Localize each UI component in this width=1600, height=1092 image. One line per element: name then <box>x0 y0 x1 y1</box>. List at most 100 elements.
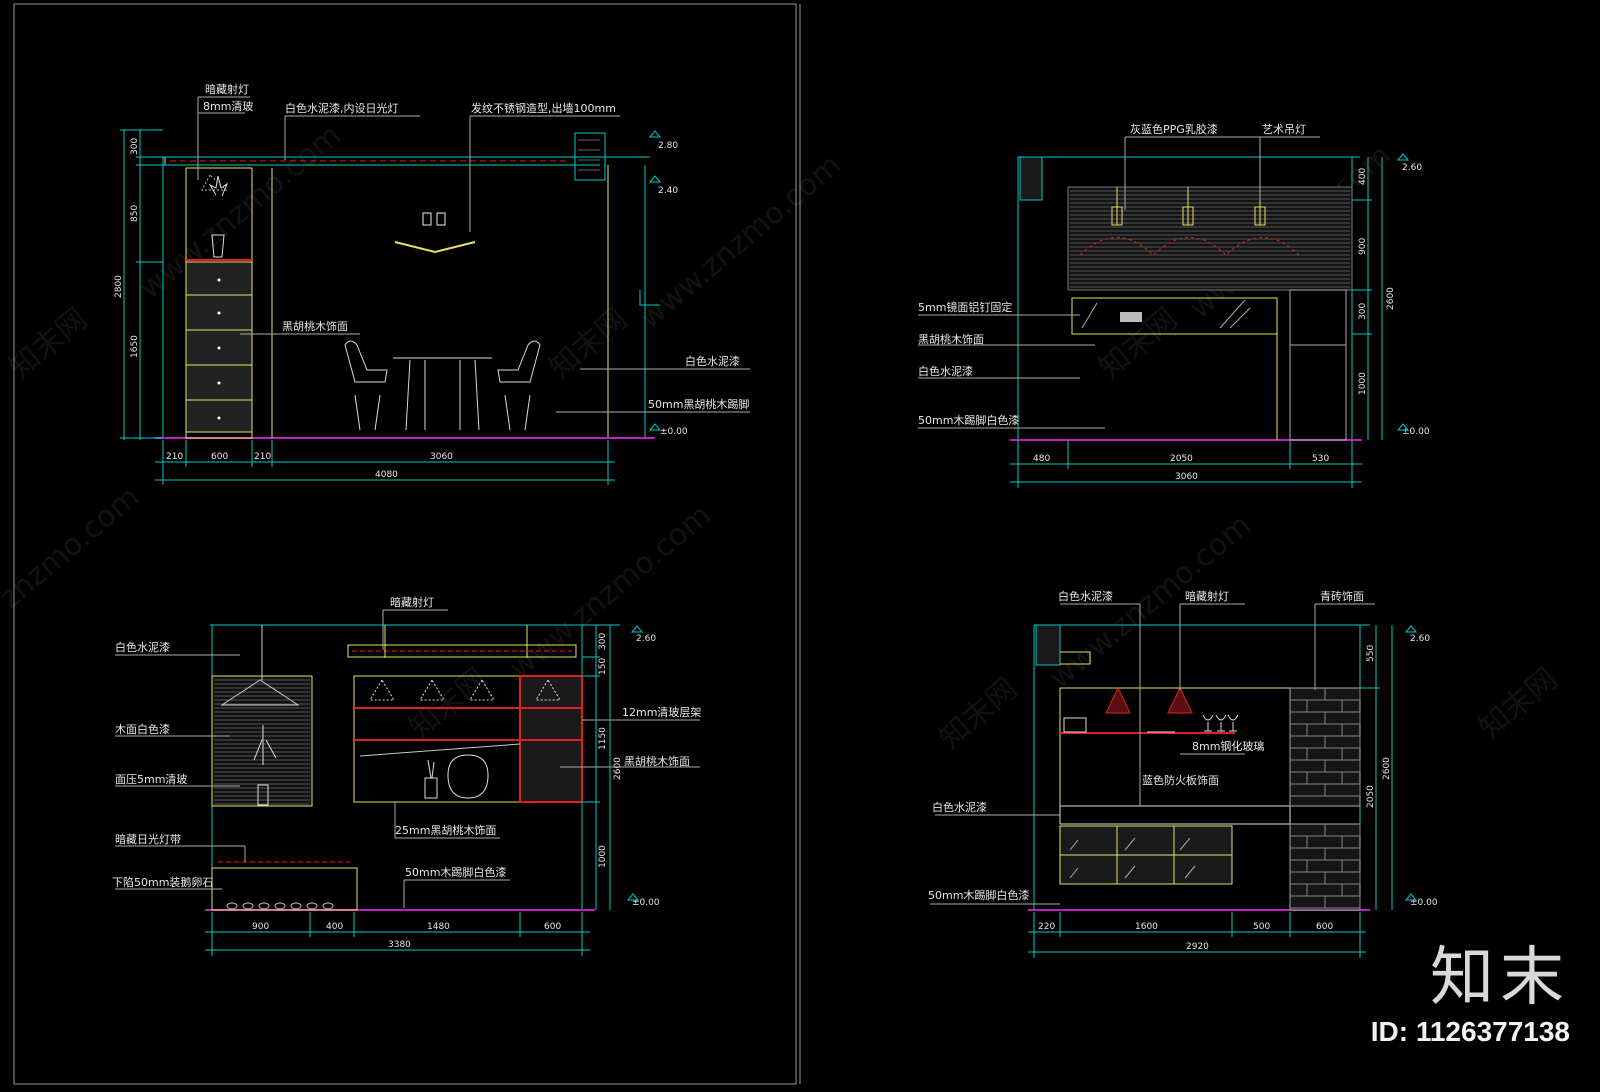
label-clear-glass: 8mm清玻 <box>203 100 253 113</box>
label-art-pendant: 艺术吊灯 <box>1262 123 1306 136</box>
label-walnut-veneer: 黑胡桃木饰面 <box>624 754 690 768</box>
vdim-300: 300 <box>130 138 140 155</box>
vdim-1000: 1000 <box>1358 372 1368 395</box>
elevation-3: 暗藏射灯 白色水泥漆 木面白色漆 面压5mm清玻 暗藏日光灯带 下陷50mm装鹅… <box>112 595 701 956</box>
label-white-cement: 白色水泥漆 <box>918 364 973 378</box>
pebbles-icon <box>226 902 334 910</box>
label-walnut-veneer: 黑胡桃木饰面 <box>918 332 984 346</box>
vdim-2050: 2050 <box>1366 785 1376 808</box>
hdim-600: 600 <box>211 452 228 462</box>
hdim-600: 600 <box>544 922 561 932</box>
fridge-icon <box>1289 289 1347 441</box>
label-white-cement: 白色水泥漆 <box>115 640 170 654</box>
label-glass-shelf: 12mm清玻层架 <box>622 706 701 719</box>
label-clear-glass: 面压5mm清玻 <box>115 773 187 786</box>
hdim-400: 400 <box>326 922 343 932</box>
wall-bracket <box>639 290 660 306</box>
vdim-2600: 2600 <box>613 757 623 780</box>
level-2-60: 2.60 <box>1410 634 1430 644</box>
label-wood-white: 木面白色漆 <box>115 722 170 736</box>
pebble-platform <box>211 867 358 911</box>
level-0-00: ±0.00 <box>1402 427 1430 437</box>
label-skirting: 50mm木踢脚白色漆 <box>928 888 1029 902</box>
watermark-url: www.znzmo.com <box>633 148 848 337</box>
shelf-reflection <box>359 743 521 757</box>
label-white-cement: 白色水泥漆 <box>685 354 740 368</box>
vdim-2600: 2600 <box>1382 757 1392 780</box>
level-markers <box>626 625 644 901</box>
hdim-3060: 3060 <box>430 452 453 462</box>
level-2-40: 2.40 <box>658 186 678 196</box>
vdim-850: 850 <box>130 205 140 222</box>
dining-set-icon <box>344 340 541 431</box>
pendant-lamp-icon <box>394 241 476 254</box>
label-skirting: 50mm木踢脚白色漆 <box>405 865 506 879</box>
vdim-400: 400 <box>1358 168 1368 185</box>
vdim-1650: 1650 <box>130 335 140 358</box>
brand-block: 知末 ID: 1126377138 <box>1371 946 1570 1048</box>
level-2-60: 2.60 <box>636 634 656 644</box>
label-walnut-skirting: 50mm黑胡桃木踢脚 <box>648 397 749 411</box>
vertical-dimension-lines <box>1360 625 1393 910</box>
hdim-210: 210 <box>166 452 183 462</box>
vertical-dimension-lines <box>1352 157 1383 440</box>
vdim-2800: 2800 <box>114 275 124 298</box>
wall-section <box>1019 156 1043 201</box>
watermark-cn: 知末网 <box>403 661 494 746</box>
level-markers <box>1396 153 1410 431</box>
plant-icon <box>208 175 229 197</box>
hdim-480: 480 <box>1033 454 1050 464</box>
label-white-cement: 白色水泥漆 <box>932 800 987 814</box>
watermark-cn: 知末网 <box>543 301 634 386</box>
leader-lines <box>115 609 700 908</box>
vase-icon <box>211 234 225 258</box>
wall-hatch <box>578 139 600 171</box>
level-2-80: 2.80 <box>658 141 678 151</box>
glass-panel-stripes <box>214 679 310 805</box>
elevation-2: 灰蓝色PPG乳胶漆 艺术吊灯 5mm镜面铝钉固定 黑胡桃木饰面 白色水泥漆 50… <box>918 122 1430 488</box>
watermark-cn: 知末网 <box>1473 661 1564 746</box>
leader-lines <box>930 603 1375 905</box>
label-skirting: 50mm木踢脚白色漆 <box>918 413 1019 427</box>
counter-top <box>1059 805 1291 825</box>
watermark-short: znzmo.com <box>0 479 146 616</box>
drawer-lines <box>186 294 252 401</box>
wall-section <box>574 132 606 181</box>
ceiling-light-box <box>347 644 577 658</box>
hdim-total: 4080 <box>375 470 398 480</box>
vdim-300: 300 <box>598 633 608 650</box>
label-hidden-spotlight: 暗藏射灯 <box>205 82 249 96</box>
vdim-900: 900 <box>1358 238 1368 255</box>
box-icon <box>1063 717 1087 733</box>
mirror-reflection <box>1081 299 1251 329</box>
vertical-dimension-lines <box>582 625 611 910</box>
vdim-150: 150 <box>598 658 608 675</box>
leader-lines <box>918 136 1320 429</box>
spotlight-beam-icon <box>201 174 228 191</box>
glass-shelves <box>354 707 582 741</box>
vertical-dimension-lines <box>120 129 163 440</box>
drawer-handles <box>217 278 221 420</box>
vdim-1000: 1000 <box>598 845 608 868</box>
leader-lines <box>197 96 750 413</box>
level-0-00: ±0.00 <box>1410 898 1438 908</box>
hdim-220: 220 <box>1038 922 1055 932</box>
brand-logo: 知末 <box>1430 941 1570 1015</box>
label-mirror-nails: 5mm镜面铝钉固定 <box>918 300 1012 314</box>
label-walnut-25: 25mm黑胡桃木饰面 <box>395 823 496 837</box>
level-0-00: ±0.00 <box>632 898 660 908</box>
hdim-total: 3060 <box>1175 472 1198 482</box>
hdim-1600: 1600 <box>1135 922 1158 932</box>
brick-courses <box>1290 688 1361 909</box>
label-white-cement-top: 白色水泥漆 <box>1058 589 1113 603</box>
label-steel-feature: 发纹不锈钢造型,出墙100mm <box>471 101 616 115</box>
elevation-4: 白色水泥漆 暗藏射灯 青砖饰面 8mm钢化玻璃 蓝色防火板饰面 白色水泥漆 50… <box>928 589 1438 958</box>
label-fireproof-panel: 蓝色防火板饰面 <box>1142 773 1219 787</box>
elevation-1: 暗藏射灯 8mm清玻 白色水泥漆,内设日光灯 发纹不锈钢造型,出墙100mm 黑… <box>114 82 750 485</box>
label-grey-blue-ppg: 灰蓝色PPG乳胶漆 <box>1130 122 1218 136</box>
asset-id: ID: 1126377138 <box>1370 1016 1570 1047</box>
level-2-60: 2.60 <box>1402 163 1422 173</box>
horizontal-dimension-lines <box>1010 440 1362 488</box>
